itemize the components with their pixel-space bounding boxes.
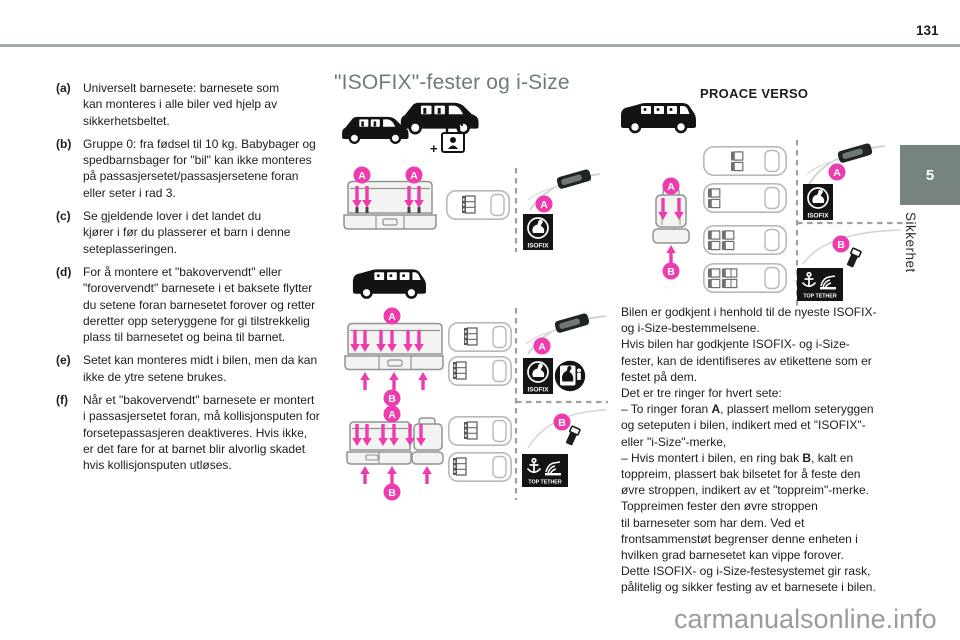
- footnote-label: (b): [56, 136, 72, 151]
- vans-child-seat-icon: +: [340, 101, 480, 156]
- marker-b: [662, 262, 680, 280]
- footnote-column: (a) Universelt barnesete: barnesete som …: [56, 80, 334, 481]
- marker-a: [383, 307, 401, 325]
- marker-a: [353, 166, 371, 184]
- proace-verso-diagram: A B ISOFIX TOP TETHER: [652, 140, 903, 306]
- footnote-f: (f) Når et "bakovervendt" barnesete er m…: [56, 392, 334, 473]
- marker-b: [832, 235, 850, 253]
- single-seat-front: [652, 187, 690, 244]
- isofix-diagram-row2: A ISOFIX: [343, 166, 601, 252]
- marker-a: [662, 177, 680, 195]
- footnote-label: (e): [56, 353, 71, 368]
- footnote-d: (d) For å montere et "bakovervendt" elle…: [56, 264, 334, 345]
- bench-seat-front: [343, 180, 437, 230]
- footnote-text: Se gjeldende lover i det landet du kjøre…: [83, 209, 291, 256]
- footnote-text: For å montere et "bakovervendt" eller "f…: [83, 264, 316, 345]
- footnote-c: (c) Se gjeldende lover i det landet du k…: [56, 208, 334, 257]
- top-tether-badge: [521, 453, 569, 488]
- footnote-b: (b) Gruppe 0: fra fødsel til 10 kg. Baby…: [56, 136, 334, 201]
- footnote-label: (f): [56, 393, 68, 408]
- watermark: carmanualsonline.info: [674, 604, 937, 634]
- footnote-text: Når et "bakovervendt" barnesete er monte…: [83, 393, 320, 473]
- plus-sign: +: [430, 141, 438, 156]
- footnote-text: Universelt barnesete: barnesete som kan …: [83, 81, 280, 128]
- top-tether-badge: [796, 267, 844, 302]
- marker-a: [383, 405, 401, 423]
- proace-verso-van-icon: [621, 103, 696, 134]
- isofix-badge: [522, 357, 554, 395]
- proace-body-text: Bilen er godkjent i henhold til de nyest…: [621, 305, 877, 595]
- footnote-label: (d): [56, 264, 72, 279]
- footnote-text: Gruppe 0: fra fødsel til 10 kg. Babybage…: [83, 136, 316, 200]
- van-top-view: [445, 190, 511, 220]
- marker-a: [405, 166, 423, 184]
- isofix-anchor-detail: [527, 169, 601, 211]
- isofix-anchor-detail: [806, 143, 886, 185]
- isofix-anchor-detail: [525, 313, 607, 355]
- child-seat-lock-icon: [441, 116, 465, 153]
- marker-a: [828, 163, 846, 181]
- isofix-diagram-row3: A B ISOFIX TOP TETHER: [344, 307, 608, 501]
- i-size-badge: [554, 360, 586, 392]
- isofix-badge: [522, 213, 554, 251]
- proace-verso-heading: PROACE VERSO: [700, 86, 809, 101]
- top-tether-detail: [802, 229, 902, 268]
- van-side-icon: [621, 103, 696, 134]
- footnote-a: (a) Universelt barnesete: barnesete som …: [56, 80, 334, 129]
- chapter-number: 5: [925, 166, 935, 184]
- van-side-icon: [352, 269, 427, 299]
- footnote-label: (c): [56, 209, 71, 224]
- chapter-tab: 5: [900, 145, 960, 205]
- header-rule: [0, 44, 960, 47]
- marker-b: [553, 413, 571, 431]
- footnote-text: Setet kan monteres midt i bilen, men da …: [83, 353, 318, 384]
- van-top-view: [447, 415, 513, 483]
- page-number: 131: [916, 23, 939, 38]
- marker-b: [383, 483, 401, 501]
- van-top-view: [447, 321, 513, 387]
- minibus-icon: [352, 269, 427, 299]
- marker-a: [533, 337, 551, 355]
- isofix-badge: [802, 183, 834, 221]
- footnote-label: (a): [56, 81, 71, 95]
- marker-a: [535, 195, 553, 213]
- footnote-e: (e) Setet kan monteres midt i bilen, men…: [56, 352, 334, 385]
- chapter-title-vertical: Sikkerhet: [903, 212, 918, 273]
- section-heading: "ISOFIX"-fester og i-Size: [334, 71, 570, 94]
- marker-b: [383, 389, 401, 407]
- seating-config-vans: [702, 146, 788, 294]
